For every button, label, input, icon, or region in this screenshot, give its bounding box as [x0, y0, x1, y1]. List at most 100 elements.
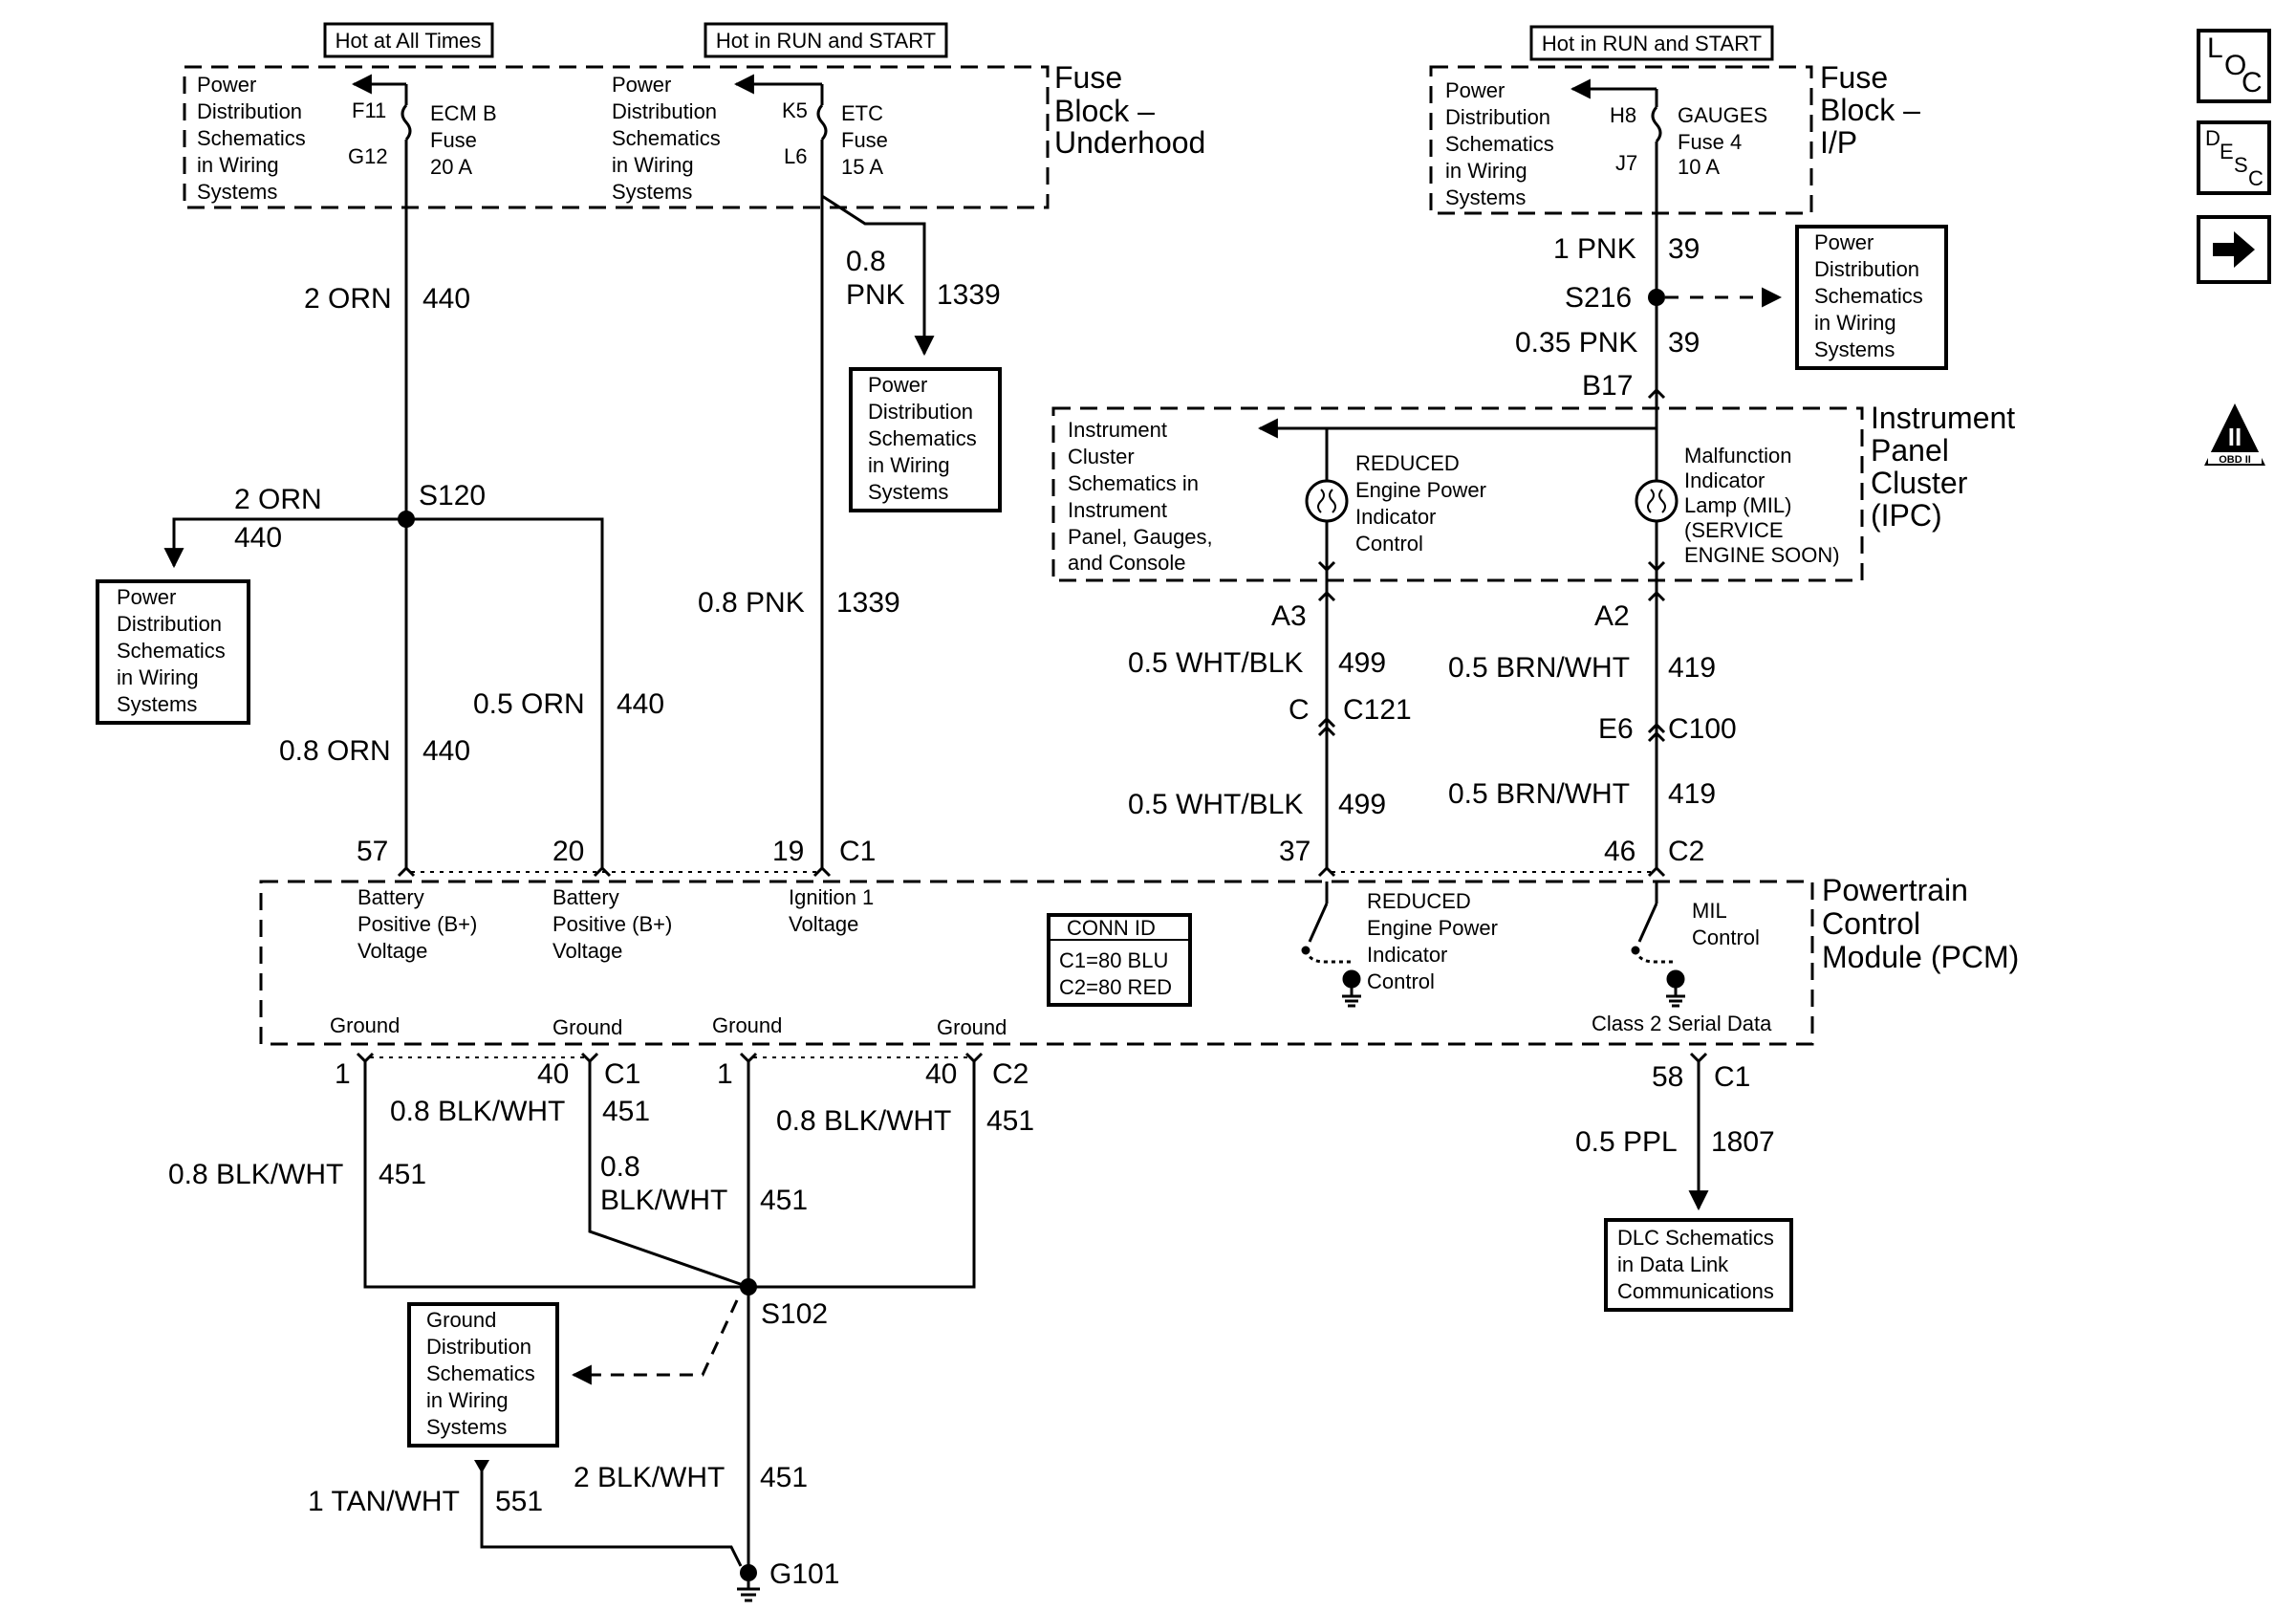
fuse-block-underhood-title-2: Block – — [1054, 94, 1155, 128]
location-icon[interactable]: L O C — [2197, 29, 2271, 103]
wire-39-bot-circuit: 39 — [1668, 327, 1700, 359]
connector-b17: B17 — [1582, 370, 1633, 402]
wire-440-top-circuit: 440 — [422, 283, 470, 315]
svg-text:Power: Power — [612, 73, 671, 97]
svg-text:C: C — [2248, 166, 2264, 190]
hot-run-start-label-2: Hot in RUN and START — [1542, 32, 1762, 55]
ipc-box — [1051, 406, 1864, 582]
pcm-bpos-2: Battery Positive (B+) Voltage — [552, 885, 672, 963]
splice-s102-label: S102 — [761, 1298, 828, 1330]
gnd-connector-c1: C1 — [604, 1058, 640, 1090]
wire-440-08-gauge: 0.8 ORN — [279, 735, 391, 767]
svg-text:in Wiring: in Wiring — [868, 453, 950, 477]
svg-text:in Wiring: in Wiring — [1814, 311, 1896, 335]
svg-text:Lamp (MIL): Lamp (MIL) — [1684, 493, 1791, 517]
pcm-pin-19: 19 — [772, 836, 804, 867]
gnd-pin-1a: 1 — [335, 1058, 351, 1090]
gnd-connector-c2: C2 — [992, 1058, 1029, 1090]
svg-text:Fuse: Fuse — [430, 128, 477, 152]
pd-ref-gauges: Power Distribution Schematics in Wiring … — [1445, 78, 1554, 209]
svg-text:Fuse 4: Fuse 4 — [1678, 130, 1742, 154]
pcm-reduced-label: REDUCED Engine Power Indicator Control — [1367, 889, 1498, 993]
svg-text:Instrument: Instrument — [1068, 418, 1167, 442]
ipc-title: Instrument — [1871, 401, 2015, 435]
svg-text:Systems: Systems — [612, 180, 692, 204]
svg-text:REDUCED: REDUCED — [1367, 889, 1471, 913]
svg-text:Schematics: Schematics — [197, 126, 306, 150]
svg-text:Schematics: Schematics — [117, 639, 226, 663]
svg-text:Systems: Systems — [868, 480, 948, 504]
svg-text:Systems: Systems — [1445, 185, 1526, 209]
svg-text:in Data Link: in Data Link — [1617, 1252, 1729, 1276]
ecm-fuse-pin-out: G12 — [348, 144, 388, 168]
svg-text:CONN ID: CONN ID — [1067, 916, 1156, 940]
svg-text:BLK/WHT: BLK/WHT — [600, 1185, 727, 1216]
svg-text:ENGINE SOON): ENGINE SOON) — [1684, 543, 1840, 567]
pd-ref-1339: Power Distribution Schematics in Wiring … — [849, 367, 1002, 512]
wire-440-to-pin20 — [406, 517, 604, 868]
fuse-block-underhood-box — [183, 65, 1050, 209]
svg-text:E: E — [2220, 140, 2234, 163]
pcm-ground-label-1: Ground — [330, 1013, 400, 1037]
ipc-mil-label: Malfunction Indicator Lamp (MIL) (SERVIC… — [1684, 444, 1840, 567]
svg-text:in Wiring: in Wiring — [1445, 159, 1527, 183]
pd-ref-s120: Power Distribution Schematics in Wiring … — [96, 579, 250, 725]
svg-text:Power: Power — [197, 73, 256, 97]
svg-text:PNK: PNK — [846, 279, 905, 311]
ipc-ref-text: Instrument Cluster Schematics in Instrum… — [1068, 418, 1213, 575]
gauges-fuse-pin-out: J7 — [1615, 151, 1637, 175]
svg-text:Positive (B+): Positive (B+) — [552, 912, 672, 936]
wire-1339-top-circuit: 1339 — [937, 279, 1001, 311]
pcm-pin-57: 57 — [357, 836, 388, 867]
ecm-fuse-symbol — [401, 104, 412, 141]
hot-all-times-label: Hot at All Times — [336, 29, 482, 53]
svg-text:L: L — [2207, 33, 2223, 64]
wire-551-gauge: 1 TAN/WHT — [308, 1486, 460, 1517]
svg-text:in Wiring: in Wiring — [612, 153, 694, 177]
pcm-ground-label-2: Ground — [552, 1015, 622, 1039]
ground-g101-icon — [737, 1564, 760, 1602]
pcm-pin-20: 20 — [552, 836, 584, 867]
svg-text:Voltage: Voltage — [552, 939, 622, 963]
gnd-pin-40b: 40 — [925, 1058, 957, 1090]
wire-419-top-gauge: 0.5 BRN/WHT — [1448, 652, 1630, 684]
svg-text:Block –: Block – — [1820, 93, 1920, 127]
wire-451-a-circuit: 451 — [379, 1159, 426, 1190]
etc-fuse-pin-out: L6 — [784, 144, 807, 168]
dlc-ref: DLC Schematics in Data Link Communicatio… — [1604, 1218, 1793, 1312]
svg-text:Voltage: Voltage — [789, 912, 858, 936]
svg-text:Schematics: Schematics — [868, 426, 977, 450]
wire-451-main-circuit: 451 — [760, 1462, 808, 1493]
connector-c100-pin: E6 — [1598, 713, 1634, 745]
wire-419-bot-gauge: 0.5 BRN/WHT — [1448, 778, 1630, 810]
wire-499-bot-circuit: 499 — [1338, 789, 1386, 820]
svg-text:I/P: I/P — [1820, 125, 1857, 160]
wire-451-c-gauge: 0.8 — [600, 1151, 640, 1183]
svg-text:Distribution: Distribution — [1814, 257, 1919, 281]
gauges-fuse-symbol — [1651, 106, 1662, 142]
wire-451-d-gauge: 0.8 BLK/WHT — [776, 1105, 951, 1137]
etc-fuse-name: ETC — [841, 101, 883, 125]
pcm-pin-58: 58 — [1652, 1061, 1683, 1093]
svg-text:C1=80 BLU: C1=80 BLU — [1059, 948, 1168, 972]
svg-text:Schematics in: Schematics in — [1068, 471, 1199, 495]
svg-text:Communications: Communications — [1617, 1279, 1774, 1303]
ground-g101-label: G101 — [769, 1558, 839, 1590]
wire-551-arrow — [474, 1460, 489, 1473]
wire-419-top-circuit: 419 — [1668, 652, 1716, 684]
svg-text:(IPC): (IPC) — [1871, 498, 1942, 533]
pcm-pin-46: 46 — [1604, 836, 1635, 867]
pcm-ignition: Ignition 1 Voltage — [789, 885, 874, 936]
wire-1807-gauge: 0.5 PPL — [1575, 1126, 1678, 1158]
wire-440-branch-circuit: 440 — [234, 522, 282, 554]
description-icon[interactable]: D E S C — [2197, 120, 2271, 195]
pcm-connector-c1-bottom: C1 — [1714, 1061, 1750, 1093]
wire-451-c-circuit: 451 — [760, 1185, 808, 1216]
svg-text:Distribution: Distribution — [197, 99, 302, 123]
wire-551-circuit: 551 — [495, 1486, 543, 1517]
wire-1339-mid-circuit: 1339 — [836, 587, 900, 619]
next-arrow-icon[interactable] — [2197, 215, 2271, 284]
svg-text:Schematics: Schematics — [1445, 132, 1554, 156]
pcm-bpos-1: Battery Positive (B+) Voltage — [357, 885, 477, 963]
